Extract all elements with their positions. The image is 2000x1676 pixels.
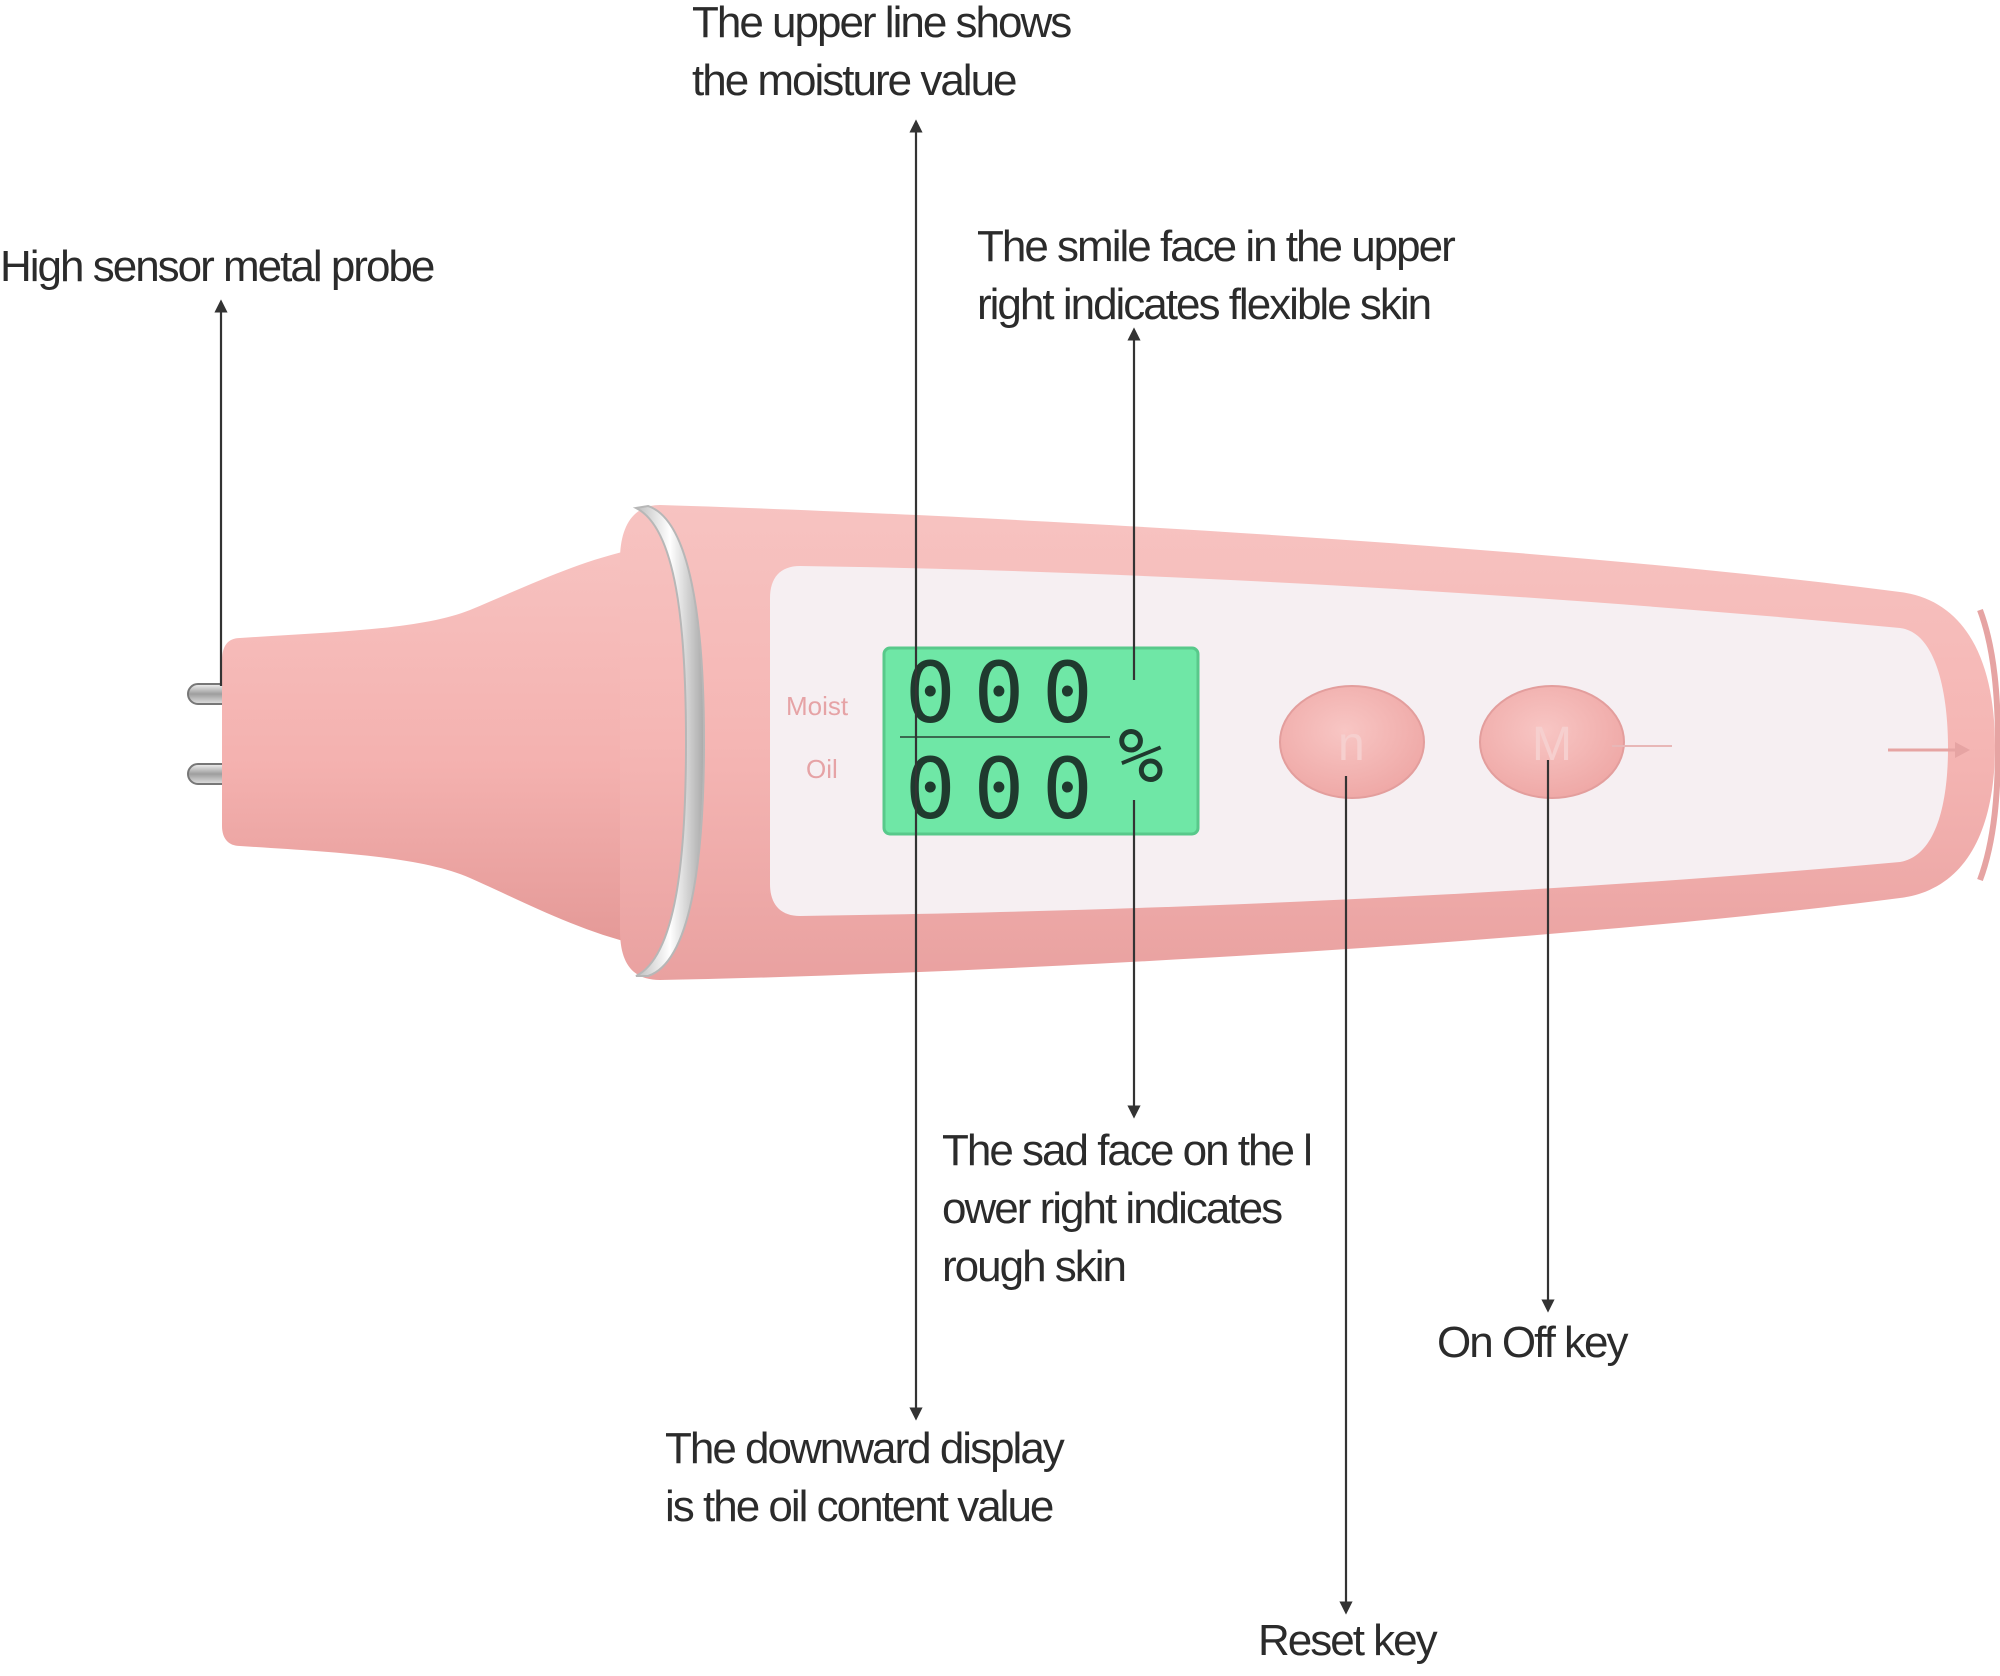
right-indicator-arrow-icon bbox=[1888, 742, 1970, 758]
label-line: The upper line shows bbox=[692, 0, 1072, 47]
leader-lines bbox=[214, 119, 1555, 1615]
lcd-moisture-value: 000 bbox=[905, 644, 1111, 742]
label-line: High sensor metal probe bbox=[0, 242, 435, 291]
label-line: The sad face on the l bbox=[942, 1126, 1313, 1175]
label-line: On Off key bbox=[1437, 1318, 1628, 1367]
label-line: ower right indicates bbox=[942, 1184, 1283, 1233]
chrome-ring bbox=[632, 504, 706, 977]
label-sad-face: The sad face on the l ower right indicat… bbox=[942, 1122, 1313, 1296]
lcd-screen: 000 000 % bbox=[882, 644, 1200, 838]
on-off-button[interactable]: M bbox=[1479, 685, 1672, 799]
on-off-button-glyph: M bbox=[1532, 718, 1572, 771]
reset-button[interactable]: n bbox=[1279, 685, 1425, 799]
label-on-off-key: On Off key bbox=[1437, 1314, 1628, 1372]
oil-row-label: Oil bbox=[806, 754, 838, 784]
label-line: Reset key bbox=[1258, 1616, 1438, 1665]
label-high-sensor-probe: High sensor metal probe bbox=[0, 238, 435, 296]
label-line: rough skin bbox=[942, 1242, 1127, 1291]
label-reset-key: Reset key bbox=[1258, 1612, 1438, 1670]
moist-row-label: Moist bbox=[786, 691, 849, 721]
label-line: the moisture value bbox=[692, 56, 1018, 105]
label-moisture-value: The upper line shows the moisture value bbox=[692, 0, 1072, 110]
reset-button-glyph: n bbox=[1338, 718, 1365, 771]
lcd-percent-sign: % bbox=[1118, 711, 1164, 800]
probe-head bbox=[222, 548, 680, 945]
label-line: The downward display bbox=[665, 1424, 1065, 1473]
label-smile-face: The smile face in the upper right indica… bbox=[977, 218, 1456, 334]
label-line: right indicates flexible skin bbox=[977, 280, 1432, 329]
lcd-oil-value: 000 bbox=[905, 740, 1111, 838]
label-line: The smile face in the upper bbox=[977, 222, 1456, 271]
label-oil-content: The downward display is the oil content … bbox=[665, 1420, 1065, 1536]
label-line: is the oil content value bbox=[665, 1482, 1054, 1531]
